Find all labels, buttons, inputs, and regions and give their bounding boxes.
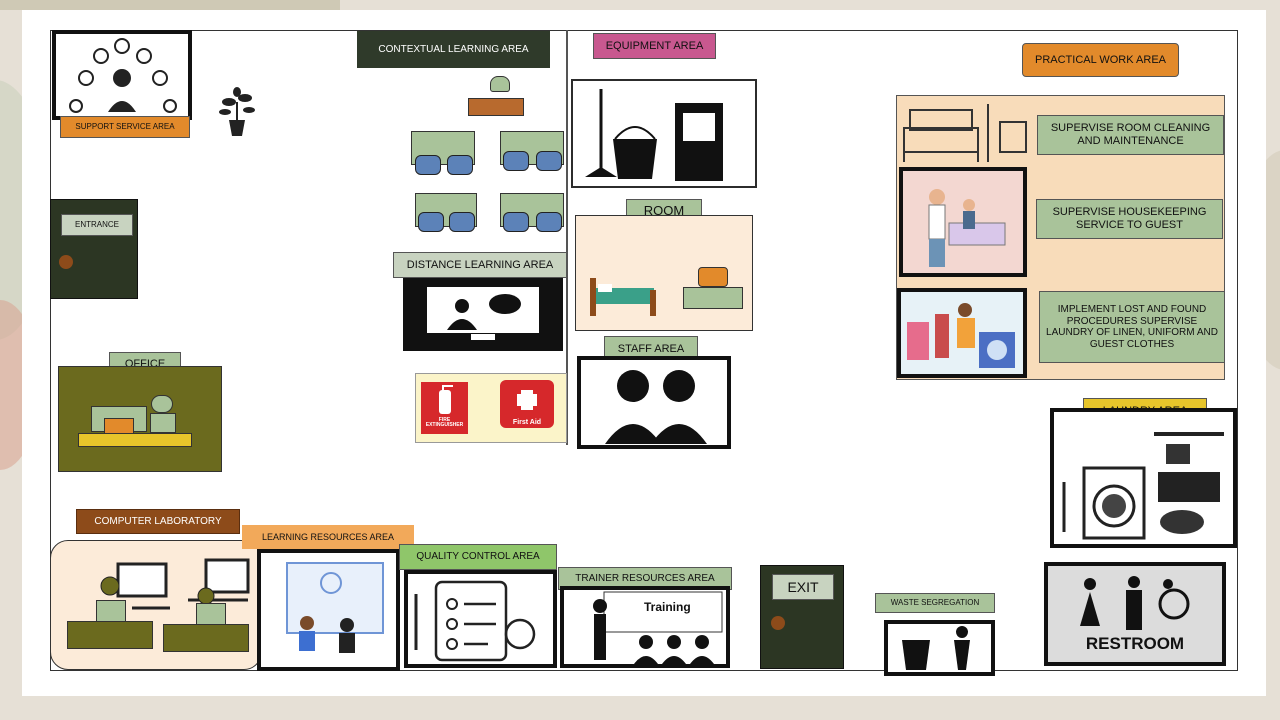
task-housekeeping-service: SUPERVISE HOUSEKEEPING SERVICE TO GUEST (1036, 199, 1223, 239)
exit-door-knob (771, 616, 785, 630)
video-call-icon (427, 287, 539, 340)
first-aid-label: First Aid (512, 419, 542, 426)
equipment-image (571, 79, 757, 188)
equipment-label: EQUIPMENT AREA (593, 33, 716, 59)
divider-line (566, 30, 568, 445)
bed-icon (590, 278, 656, 316)
room-cabinet (683, 287, 743, 309)
room-cabinet-top (698, 267, 728, 287)
task-lost-found-laundry: IMPLEMENT LOST AND FOUND PROCEDURES SUPE… (1039, 291, 1225, 363)
contextual-learning-label: CONTEXTUAL LEARNING AREA (357, 31, 550, 68)
student-chair (449, 212, 475, 232)
office-chair-seat (150, 413, 176, 433)
quality-control-image (404, 570, 557, 668)
computer-lab-label: COMPUTER LABORATORY (76, 509, 240, 534)
teacher-seat (490, 76, 510, 92)
housekeeping-image (899, 167, 1027, 277)
learning-resources-label: LEARNING RESOURCES AREA (242, 525, 414, 549)
students-board-icon (286, 562, 384, 653)
background-band (0, 0, 340, 10)
first-aid-icon: First Aid (500, 380, 554, 428)
quality-control-label: QUALITY CONTROL AREA (399, 544, 557, 570)
support-service-image (52, 30, 192, 120)
waste-segregation-label: WASTE SEGREGATION (875, 593, 995, 613)
waste-image (884, 620, 995, 676)
restroom-image: RESTROOM (1044, 562, 1226, 666)
practical-work-label: PRACTICAL WORK AREA (1022, 43, 1179, 77)
entrance-label: ENTRANCE (61, 214, 133, 236)
office-desk (78, 433, 192, 447)
entrance-door-knob (59, 255, 73, 269)
fire-extinguisher-label: FIRE EXTINGUISHER (425, 417, 464, 428)
student-chair (536, 212, 562, 232)
support-agent-icon (69, 38, 177, 113)
staff-icon (605, 370, 707, 444)
restroom-icon (1080, 576, 1190, 630)
distance-learning-image (403, 278, 563, 351)
office-box (104, 418, 134, 434)
teacher-desk (468, 98, 524, 116)
computer-icon (100, 562, 170, 610)
lab-chair (96, 600, 126, 624)
lab-desk (163, 624, 249, 652)
staff-image (577, 356, 731, 449)
support-service-label: SUPPORT SERVICE AREA (60, 116, 190, 138)
lab-desk (67, 621, 153, 649)
distance-learning-label: DISTANCE LEARNING AREA (393, 252, 567, 278)
trash-bin-icon (902, 626, 970, 670)
student-chair (503, 212, 529, 232)
bedroom-icon (903, 104, 1027, 162)
student-chair (536, 151, 562, 171)
student-chair (418, 212, 444, 232)
office-chair (151, 395, 173, 413)
learning-resources-image (257, 549, 400, 671)
computer-icon (188, 558, 250, 605)
task-room-cleaning: SUPERVISE ROOM CLEANING AND MAINTENANCE (1037, 115, 1224, 155)
plant-icon (219, 87, 255, 136)
checklist-icon (414, 580, 536, 662)
student-chair (447, 155, 473, 175)
laundry-worker-icon (907, 303, 1015, 368)
training-label: Training (644, 600, 691, 614)
fire-extinguisher-icon: FIRE EXTINGUISHER (421, 382, 468, 434)
cleaning-tools-icon (585, 89, 733, 183)
restroom-label: RESTROOM (1085, 634, 1185, 653)
housekeeper-icon (928, 189, 1006, 267)
training-icon (593, 591, 723, 664)
washing-machine-icon (1062, 432, 1224, 540)
laundry-image (1050, 408, 1237, 548)
exit-label: EXIT (772, 574, 834, 600)
student-chair (415, 155, 441, 175)
student-chair (503, 151, 529, 171)
laundry-service-image (897, 288, 1027, 378)
trainer-resources-image: Training (560, 586, 730, 668)
